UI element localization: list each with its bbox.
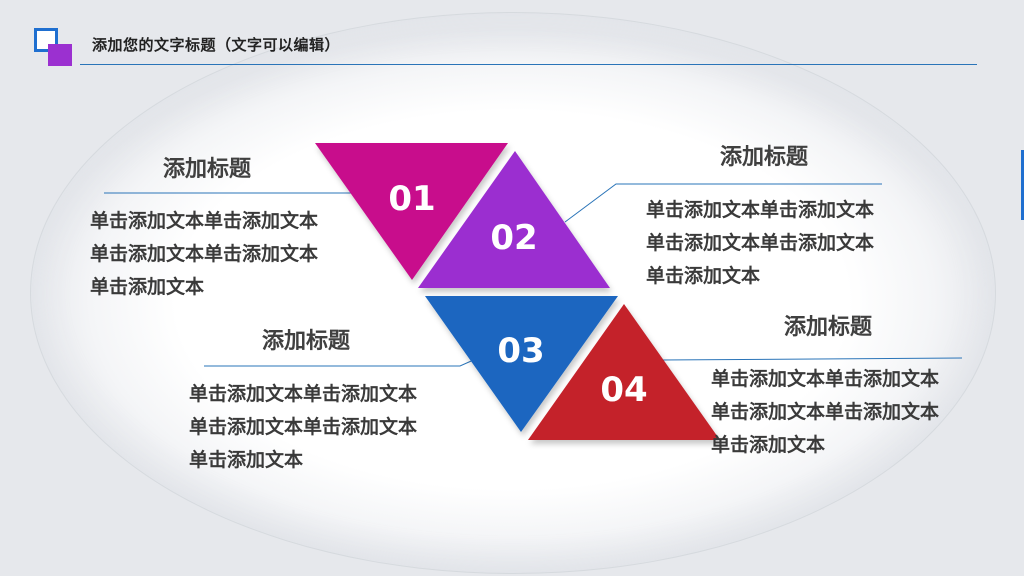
connector-03 [204, 357, 479, 367]
number-03: 03 [497, 331, 544, 371]
triangle-01 [315, 143, 508, 280]
connector-04 [659, 357, 963, 361]
block-01-title: 添加标题 [163, 157, 252, 182]
block-03-title: 添加标题 [262, 329, 351, 354]
background-ellipse [30, 12, 996, 574]
logo-squares-icon [34, 28, 74, 68]
block-04-body: 单击添加文本单击添加文本单击添加文本单击添加文本单击添加文本 [711, 368, 940, 456]
block-04-title: 添加标题 [784, 315, 873, 340]
block-02-title: 添加标题 [720, 145, 809, 170]
triangle-03 [425, 296, 618, 432]
block-02-body: 单击添加文本单击添加文本单击添加文本单击添加文本单击添加文本 [646, 199, 875, 287]
edge-accent [1021, 150, 1024, 220]
header-divider [80, 64, 977, 65]
connector-02 [564, 183, 882, 223]
number-01: 01 [388, 179, 435, 219]
triangle-02 [418, 151, 610, 288]
block-03-body: 单击添加文本单击添加文本单击添加文本单击添加文本单击添加文本 [189, 383, 418, 471]
number-02: 02 [490, 218, 537, 258]
page-title: 添加您的文字标题（文字可以编辑） [92, 36, 341, 54]
triangle-04 [528, 304, 720, 440]
block-01-body: 单击添加文本单击添加文本单击添加文本单击添加文本单击添加文本 [90, 210, 319, 298]
number-04: 04 [600, 370, 647, 410]
